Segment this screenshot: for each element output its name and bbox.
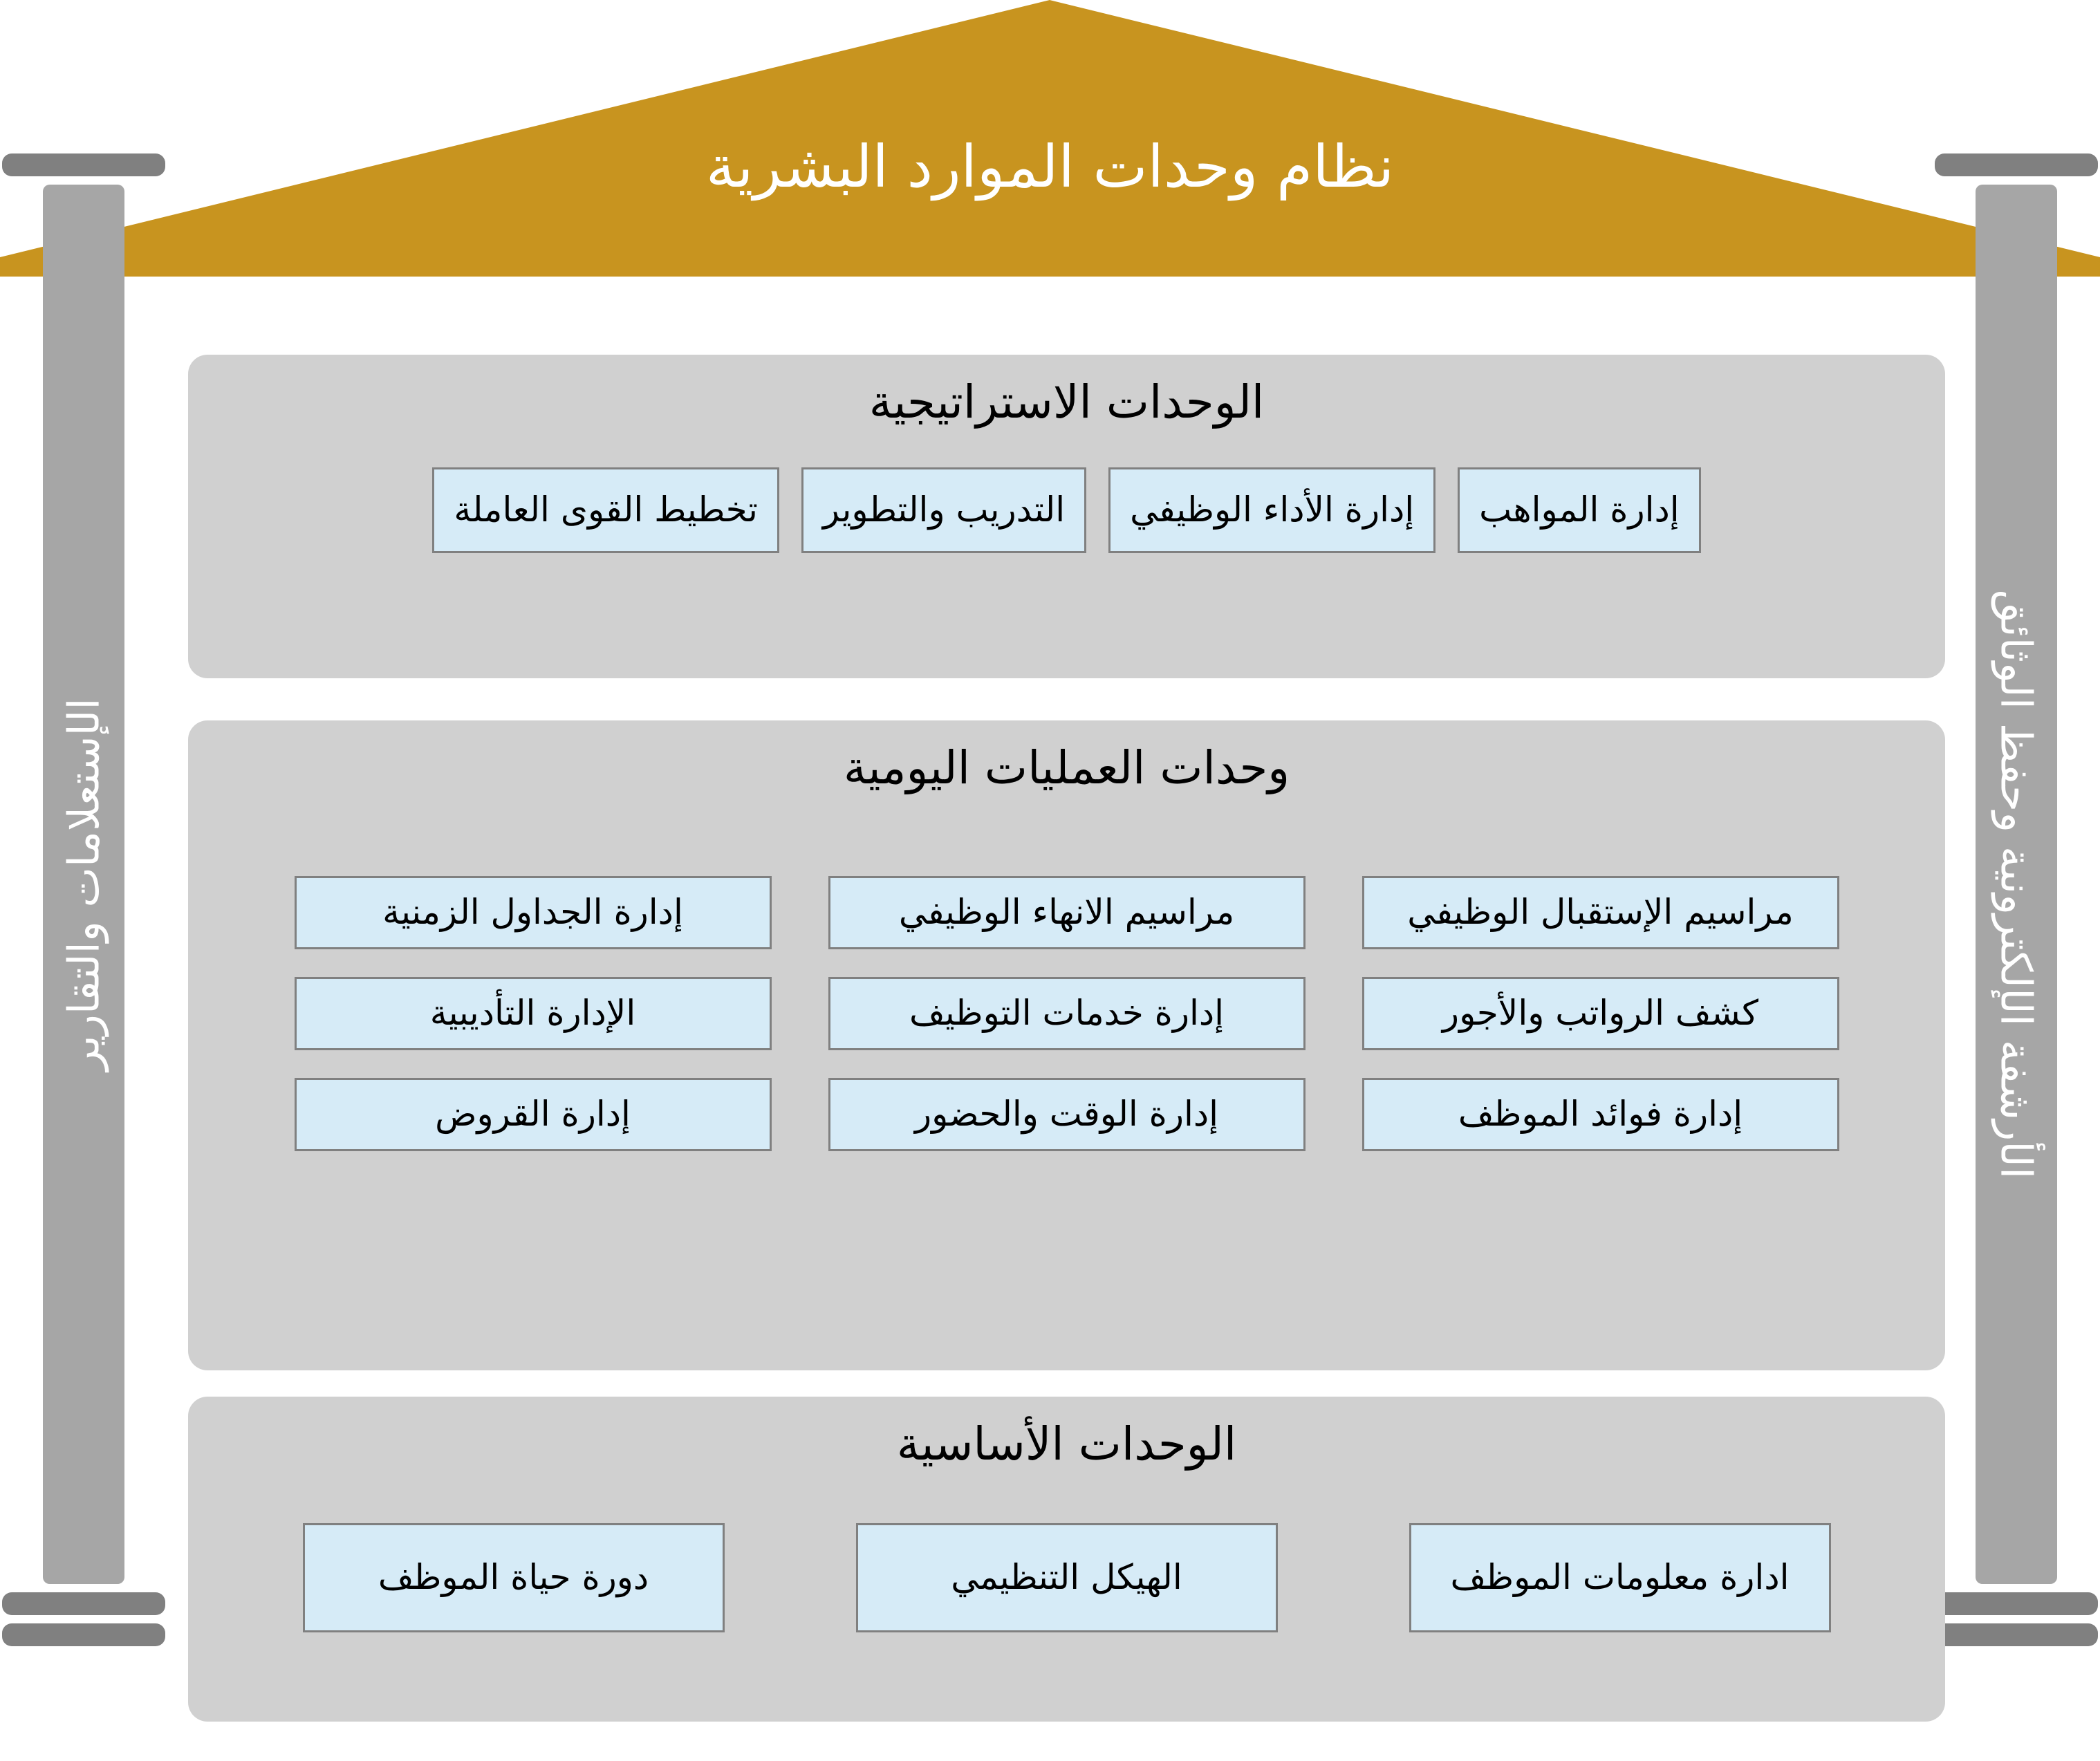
unit-offboarding-procedures[interactable]: مراسيم الانهاء الوظيفي (828, 876, 1305, 949)
pillar-left-cap-bottom (2, 1592, 165, 1615)
pillar-right-cap-bottom (1935, 1592, 2098, 1615)
unit-time-and-attendance-management[interactable]: إدارة الوقت والحضور (828, 1078, 1305, 1151)
unit-training-and-development[interactable]: التدريب والتطوير (801, 467, 1087, 553)
unit-onboarding-procedures[interactable]: مراسيم الإستقبال الوظيفي (1362, 876, 1839, 949)
unit-recruitment-services-management[interactable]: إدارة خدمات التوظيف (828, 977, 1305, 1050)
section-strategic-title: الوحدات الاستراتيجية (868, 375, 1265, 429)
unit-loans-management[interactable]: إدارة القروض (294, 1078, 772, 1151)
pillar-right-label: الأرشفة الإلكترونية وحفظ الوثائق (1991, 589, 2042, 1180)
roof-banner: نظام وحدات الموارد البشرية (0, 0, 2100, 277)
pillar-left-shaft: الإستعلامات والتقارير (43, 185, 124, 1584)
pillar-right-electronic-archiving: الأرشفة الإلكترونية وحفظ الوثائق (1935, 153, 2098, 1646)
pillar-left-label: الإستعلامات والتقارير (58, 698, 109, 1071)
operations-column-3: إدارة الجداول الزمنية الإدارة التأديبية … (294, 876, 772, 1151)
section-basic-title: الوحدات الأساسية (896, 1417, 1237, 1471)
section-strategic-units: الوحدات الاستراتيجية إدارة المواهب إدارة… (188, 355, 1945, 678)
system-title: نظام وحدات الموارد البشرية (705, 133, 1395, 201)
operations-column-2: مراسيم الانهاء الوظيفي إدارة خدمات التوظ… (828, 876, 1305, 1151)
section-daily-operations-units: وحدات العمليات اليومية مراسيم الإستقبال … (188, 720, 1945, 1370)
strategic-units-row: إدارة المواهب إدارة الأداء الوظيفي التدر… (188, 467, 1945, 553)
pillar-right-cap-top (1935, 153, 2098, 176)
unit-job-performance-management[interactable]: إدارة الأداء الوظيفي (1108, 467, 1436, 553)
unit-organizational-structure[interactable]: الهيكل التنظيمي (855, 1523, 1278, 1632)
pillar-right-base (1935, 1623, 2098, 1646)
operations-column-1: مراسيم الإستقبال الوظيفي كشف الرواتب وال… (1362, 876, 1839, 1151)
pillar-right-shaft: الأرشفة الإلكترونية وحفظ الوثائق (1976, 185, 2057, 1584)
unit-workforce-planning[interactable]: تخطيط القوى العاملة (432, 467, 779, 553)
unit-employee-lifecycle[interactable]: دورة حياة الموظف (302, 1523, 725, 1632)
unit-employee-benefits-management[interactable]: إدارة فوائد الموظف (1362, 1078, 1839, 1151)
unit-employee-information-management[interactable]: ادارة معلومات الموظف (1409, 1523, 1831, 1632)
pillar-left-base (2, 1623, 165, 1646)
unit-schedule-management[interactable]: إدارة الجداول الزمنية (294, 876, 772, 949)
unit-disciplinary-management[interactable]: الإدارة التأديبية (294, 977, 772, 1050)
section-basic-units: الوحدات الأساسية ادارة معلومات الموظف ال… (188, 1397, 1945, 1722)
pillar-left-cap-top (2, 153, 165, 176)
roof-shape (0, 0, 2100, 277)
unit-payroll-and-wages[interactable]: كشف الرواتب والأجور (1362, 977, 1839, 1050)
pillar-left-inquiries-reports: الإستعلامات والتقارير (2, 153, 165, 1646)
operations-units-grid: مراسيم الإستقبال الوظيفي كشف الرواتب وال… (188, 876, 1945, 1151)
basic-units-row: ادارة معلومات الموظف الهيكل التنظيمي دور… (188, 1523, 1945, 1632)
section-operations-title: وحدات العمليات اليومية (843, 741, 1290, 794)
unit-talent-management[interactable]: إدارة المواهب (1458, 467, 1701, 553)
